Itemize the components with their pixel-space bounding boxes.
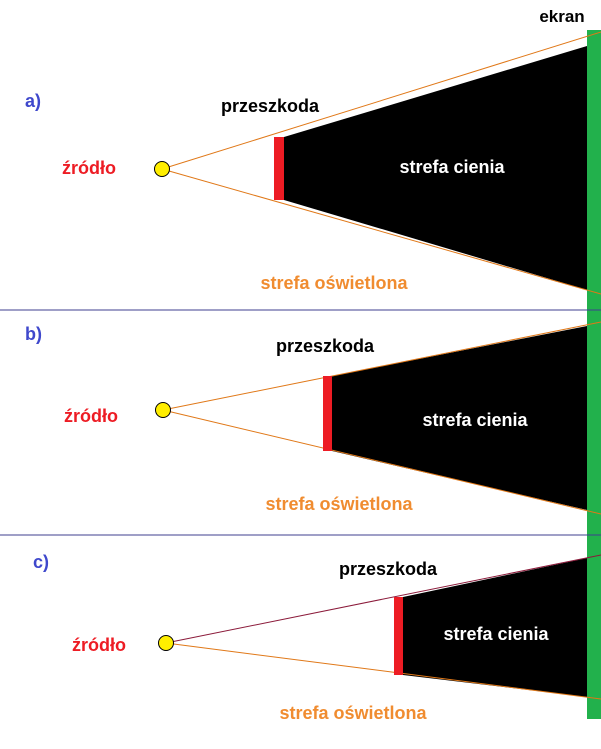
source-label: źródło [64, 406, 118, 426]
obstacle [394, 597, 403, 675]
lit-zone-label: strefa oświetlona [265, 494, 413, 514]
light-source [155, 402, 171, 418]
source-label: źródło [72, 635, 126, 655]
light-ray [165, 642, 601, 700]
shadow-label: strefa cienia [422, 410, 528, 430]
light-ray [161, 168, 601, 295]
shadow-zone [284, 46, 587, 290]
shadow-zone [403, 558, 587, 697]
panel-b: b) źródło przeszkoda strefa cienia stref… [25, 321, 601, 515]
obstacle-label: przeszkoda [221, 96, 320, 116]
light-ray [162, 409, 601, 515]
panel-letter: c) [33, 552, 49, 572]
light-ray [165, 554, 601, 644]
light-source [158, 635, 174, 651]
panel-a: a) źródło przeszkoda strefa cienia stref… [25, 31, 601, 295]
obstacle [274, 137, 284, 200]
lit-zone-label: strefa oświetlona [279, 703, 427, 723]
screen-bar [587, 30, 601, 719]
lit-zone-label: strefa oświetlona [260, 273, 408, 293]
source-label: źródło [62, 158, 116, 178]
shadow-zone [332, 326, 587, 510]
light-ray [162, 321, 601, 411]
panel-letter: a) [25, 91, 41, 111]
shadow-label: strefa cienia [443, 624, 549, 644]
obstacle [323, 376, 332, 451]
obstacle-label: przeszkoda [339, 559, 438, 579]
shadow-label: strefa cienia [399, 157, 505, 177]
light-source [154, 161, 170, 177]
light-ray [161, 31, 601, 170]
obstacle-label: przeszkoda [276, 336, 375, 356]
panel-letter: b) [25, 324, 42, 344]
panel-c: c) źródło przeszkoda strefa cienia stref… [33, 552, 601, 723]
screen-label: ekran [539, 7, 584, 26]
